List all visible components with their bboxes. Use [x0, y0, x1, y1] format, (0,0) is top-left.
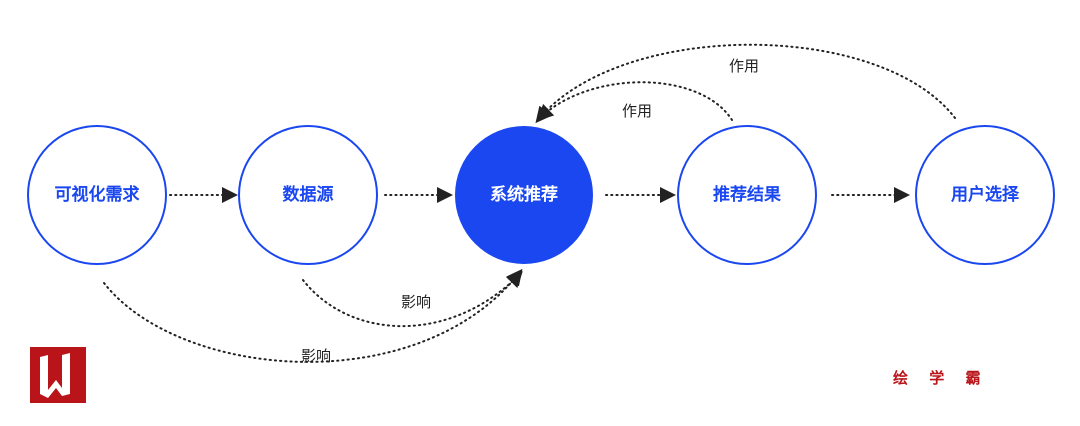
node-label: 用户选择 [951, 184, 1020, 205]
influence-label-near: 影响 [401, 293, 431, 311]
node-visualization-needs: 可视化需求 [27, 125, 167, 265]
node-system-recommendation: 系统推荐 [455, 126, 593, 264]
node-label: 数据源 [283, 184, 334, 205]
watermark-text: 绘 学 霸 [893, 369, 988, 387]
influence-arc-far [103, 268, 523, 363]
feedback-arc-far [535, 43, 956, 124]
feedback-arc-near [537, 81, 733, 121]
w-logo-icon [30, 347, 86, 403]
node-data-source: 数据源 [238, 125, 378, 265]
node-user-choice: 用户选择 [915, 125, 1055, 265]
node-label: 可视化需求 [55, 184, 140, 205]
influence-label-far: 影响 [301, 347, 331, 365]
node-label: 推荐结果 [713, 184, 781, 205]
node-label: 系统推荐 [490, 184, 558, 205]
feedback-label-near: 作用 [622, 102, 652, 120]
node-recommendation-result: 推荐结果 [677, 125, 817, 265]
feedback-label-far: 作用 [729, 57, 759, 75]
influence-arc-near [302, 271, 523, 327]
